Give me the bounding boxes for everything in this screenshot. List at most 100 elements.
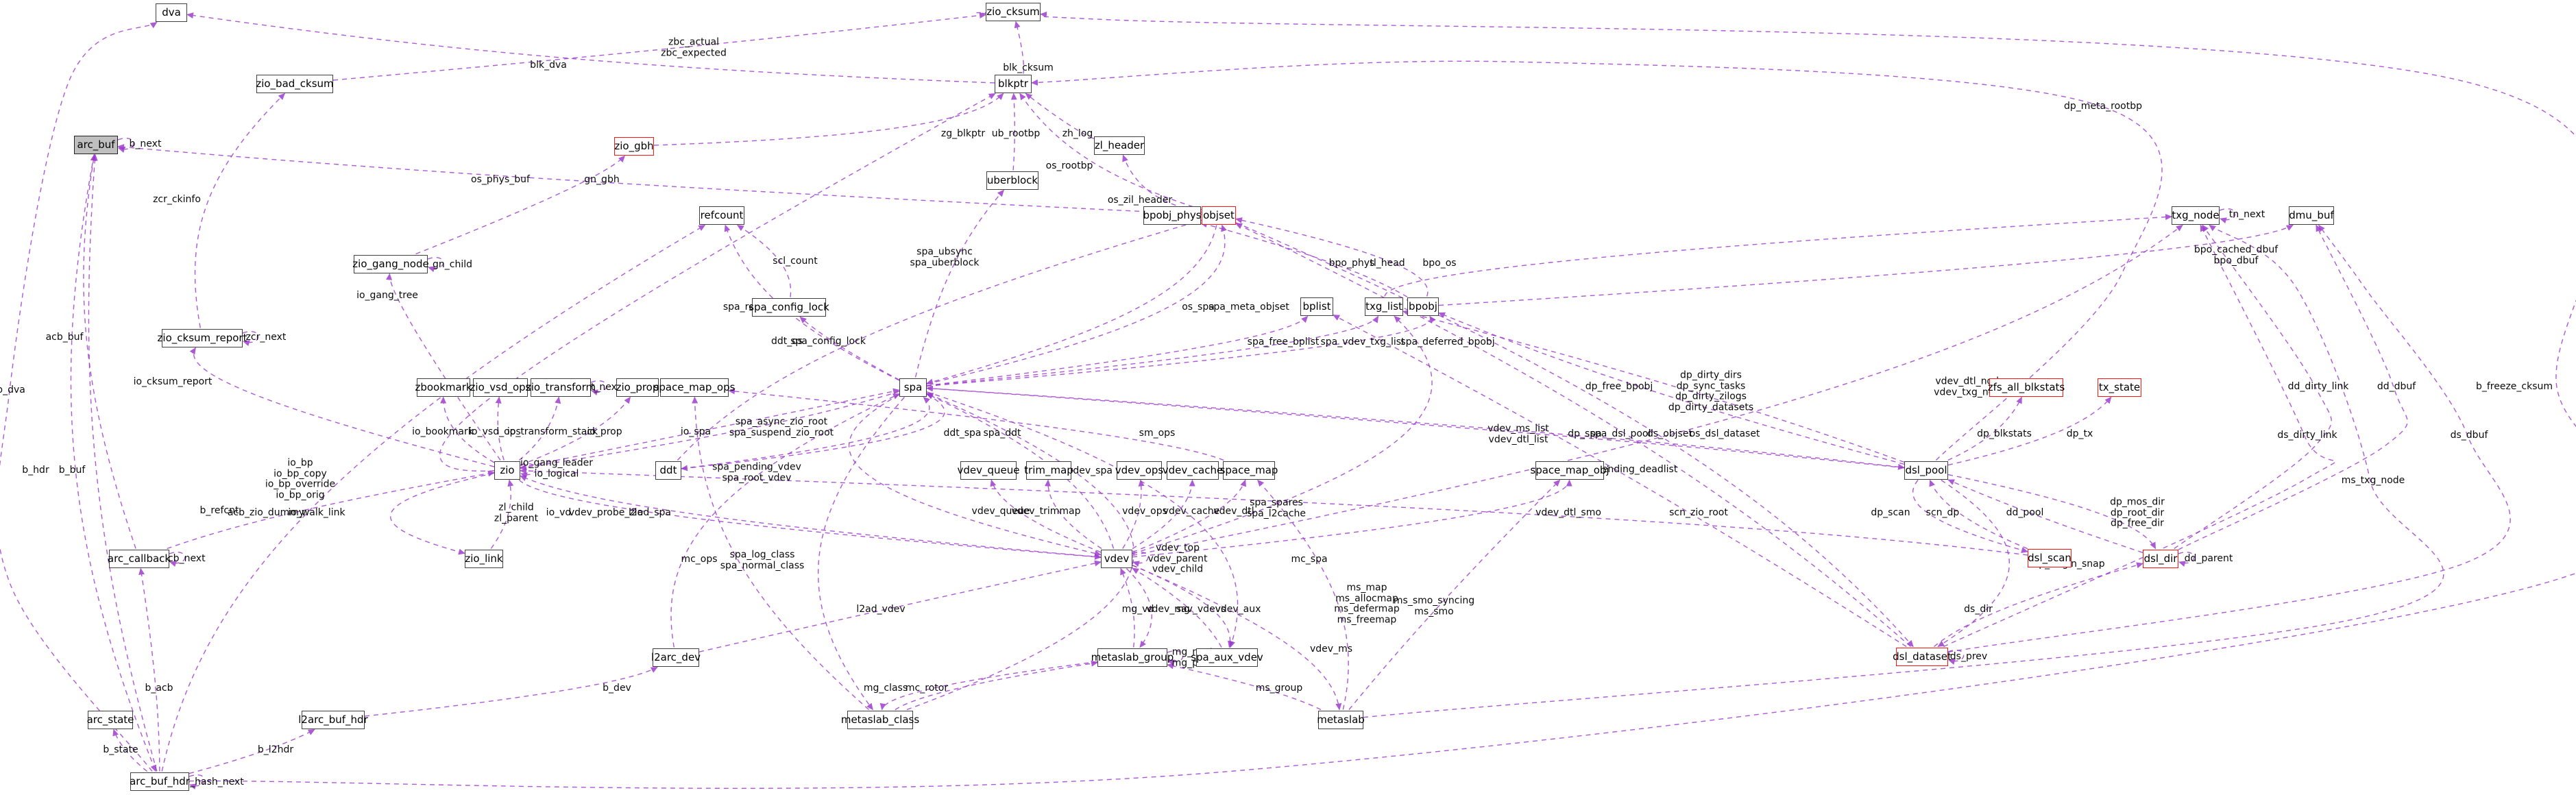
edge-label-vdev_aux: vdev_aux xyxy=(1215,604,1261,615)
node-zfs_all_blkstats[interactable]: zfs_all_blkstats xyxy=(1988,378,2065,397)
node-space_map[interactable]: space_map xyxy=(1220,461,1278,480)
node-vdev[interactable]: vdev xyxy=(1101,549,1132,568)
node-spa_aux_vdev[interactable]: spa_aux_vdev xyxy=(1191,648,1263,667)
node-trim_map[interactable]: trim_map xyxy=(1024,461,1073,480)
node-space_map_ops[interactable]: space_map_ops xyxy=(654,378,735,397)
edge-label-dp_dirty_dirs: dp_dirty_dirs dp_sync_tasks dp_dirty_zil… xyxy=(1668,369,1754,413)
edge-objset-blkptr xyxy=(1019,93,1202,210)
edge-dsl_dir-txg_node xyxy=(2174,224,2332,550)
node-dsl_pool[interactable]: dsl_pool xyxy=(1904,461,1948,480)
edge-dsl_pool-dsl_dir xyxy=(1947,474,2156,550)
node-zio_gbh[interactable]: zio_gbh xyxy=(614,136,654,156)
edge-vdev-vdev_ops xyxy=(1122,479,1145,549)
edge-metaslab_group-vdev xyxy=(1120,567,1135,648)
edge-label-io_prop: io_prop xyxy=(587,426,622,438)
node-zio_vsd_ops[interactable]: zio_vsd_ops xyxy=(470,378,531,397)
edge-label-mc_rotor: mc_rotor xyxy=(905,683,949,694)
edge-label-bpo_os: bpo_os xyxy=(1422,258,1457,269)
edge-label-vdev_ms_list: vdev_ms_list vdev_dtl_list xyxy=(1487,423,1549,445)
node-arc_callback[interactable]: arc_callback xyxy=(108,549,171,568)
node-l2arc_dev[interactable]: l2arc_dev xyxy=(651,648,701,667)
node-arc_state[interactable]: arc_state xyxy=(87,710,134,729)
node-arc_buf_hdr[interactable]: arc_buf_hdr xyxy=(130,772,190,791)
edge-vdev-vdev_cache xyxy=(1132,479,1195,550)
node-zio_transform[interactable]: zio_transform xyxy=(526,378,596,397)
edge-vdev-vdev_queue xyxy=(990,479,1102,553)
edge-bpobj-objset xyxy=(1235,217,1429,297)
edge-label-vdev_dtl_node: vdev_dtl_node vdev_txg_node xyxy=(1934,376,2006,398)
edge-label-dd_parent: dd_parent xyxy=(2184,553,2233,565)
node-ddt[interactable]: ddt xyxy=(655,461,681,480)
node-zio[interactable]: zio xyxy=(494,461,520,480)
edge-label-gn_child: gn_child xyxy=(433,259,472,271)
edge-label-ddt_os: ddt_os xyxy=(770,336,803,347)
node-zio_gang_node[interactable]: zio_gang_node xyxy=(352,254,429,273)
edge-vdev-space_map xyxy=(1132,479,1246,553)
node-arc_buf[interactable]: arc_buf xyxy=(74,135,118,154)
node-bplist[interactable]: bplist xyxy=(1300,297,1333,316)
node-zbookmark[interactable]: zbookmark xyxy=(415,378,472,397)
node-blkptr[interactable]: blkptr xyxy=(995,74,1032,93)
node-spa_config_lock[interactable]: spa_config_lock xyxy=(749,297,829,317)
edge-label-ub_rootbp: ub_rootbp xyxy=(991,128,1041,140)
edge-zl_header-blkptr xyxy=(1025,93,1095,139)
node-bpobj[interactable]: bpobj xyxy=(1407,297,1439,316)
edge-txg_list-txg_node xyxy=(1384,214,2172,297)
edge-label-spa_meta_objset: spa_meta_objset xyxy=(1208,302,1289,313)
edge-dsl_dataset-dsl_dir xyxy=(1934,562,2143,648)
node-uberblock[interactable]: uberblock xyxy=(986,171,1038,190)
node-zio_bad_cksum[interactable]: zio_bad_cksum xyxy=(256,74,334,93)
node-vdev_queue[interactable]: vdev_queue xyxy=(958,461,1020,480)
node-vdev_ops[interactable]: vdev_ops xyxy=(1115,461,1163,480)
edge-dsl_pool-dsl_scan xyxy=(1912,480,2028,553)
node-dsl_dataset[interactable]: dsl_dataset xyxy=(1893,647,1952,666)
node-metaslab_class[interactable]: metaslab_class xyxy=(841,710,919,729)
edge-bpobj-bpobj_phys xyxy=(1200,221,1408,297)
edge-label-spa_spares: spa_spares spa_l2cache xyxy=(1246,497,1307,519)
edge-label-b_acb: b_acb xyxy=(145,683,173,694)
edge-label-io_bp: io_bp io_bp_copy io_bp_override io_bp_or… xyxy=(265,457,336,501)
edge-label-ms_smo_syncing: ms_smo_syncing ms_smo xyxy=(1393,595,1475,617)
node-objset[interactable]: objset xyxy=(1202,206,1236,225)
edge-label-dd_pool: dd_pool xyxy=(2006,507,2044,519)
edge-zio_gbh-blkptr xyxy=(653,93,1004,146)
edge-l2arc_buf_hdr-l2arc_dev xyxy=(364,666,658,717)
node-zl_header[interactable]: zl_header xyxy=(1094,136,1145,155)
node-zio_link[interactable]: zio_link xyxy=(465,549,503,568)
edge-spa-zio xyxy=(520,391,900,471)
node-metaslab_group[interactable]: metaslab_group xyxy=(1091,648,1174,667)
edge-arc_buf_hdr-zio_cksum xyxy=(189,11,2576,789)
node-vdev_cache[interactable]: vdev_cache xyxy=(1163,461,1223,480)
node-dmu_buf[interactable]: dmu_buf xyxy=(2289,206,2334,225)
node-zio_prop[interactable]: zio_prop xyxy=(616,378,659,397)
edge-label-ms_txg_node: ms_txg_node xyxy=(2341,475,2405,487)
node-metaslab[interactable]: metaslab xyxy=(1317,710,1365,729)
edge-vdev-space_map_obj xyxy=(1132,479,1572,558)
edge-spa_config_lock-refcount xyxy=(736,224,792,297)
edge-label-tl_head: tl_head xyxy=(1370,258,1405,269)
node-dsl_scan[interactable]: dsl_scan xyxy=(2028,548,2071,567)
node-space_map_obj[interactable]: space_map_obj xyxy=(1530,461,1609,480)
node-txg_list[interactable]: txg_list xyxy=(1365,297,1403,316)
node-tx_state[interactable]: tx_state xyxy=(2098,378,2141,397)
edge-label-mg_vd: mg_vd xyxy=(1121,604,1154,615)
edge-zio-zio_link xyxy=(389,472,495,555)
edge-label-zg_blkptr: zg_blkptr xyxy=(940,128,986,140)
node-bpobj_phys[interactable]: bpobj_phys xyxy=(1143,206,1202,225)
node-dsl_dir[interactable]: dsl_dir xyxy=(2143,549,2178,568)
node-spa[interactable]: spa xyxy=(899,378,927,397)
edge-label-dp_scan: dp_scan xyxy=(1871,507,1910,519)
edge-label-spa_pending_vdev: spa_pending_vdev spa_root_vdev xyxy=(712,461,801,483)
edge-label-ds_dirty_link: ds_dirty_link xyxy=(2277,430,2337,441)
node-zio_cksum[interactable]: zio_cksum xyxy=(986,2,1041,21)
node-txg_node[interactable]: txg_node xyxy=(2172,206,2220,225)
node-l2arc_buf_hdr[interactable]: l2arc_buf_hdr xyxy=(298,710,368,729)
node-refcount[interactable]: refcount xyxy=(699,206,744,225)
edge-label-zl_child: zl_child zl_parent xyxy=(494,502,539,524)
node-dva[interactable]: dva xyxy=(156,3,187,22)
node-zio_cksum_report[interactable]: zio_cksum_report xyxy=(158,328,247,347)
edge-label-spa_vdev_txg_list: spa_vdev_txg_list xyxy=(1320,337,1405,348)
edge-zio_gang_node-zio_gbh xyxy=(415,155,626,255)
edge-label-spa_free_bplist: spa_free_bplist xyxy=(1247,337,1320,348)
